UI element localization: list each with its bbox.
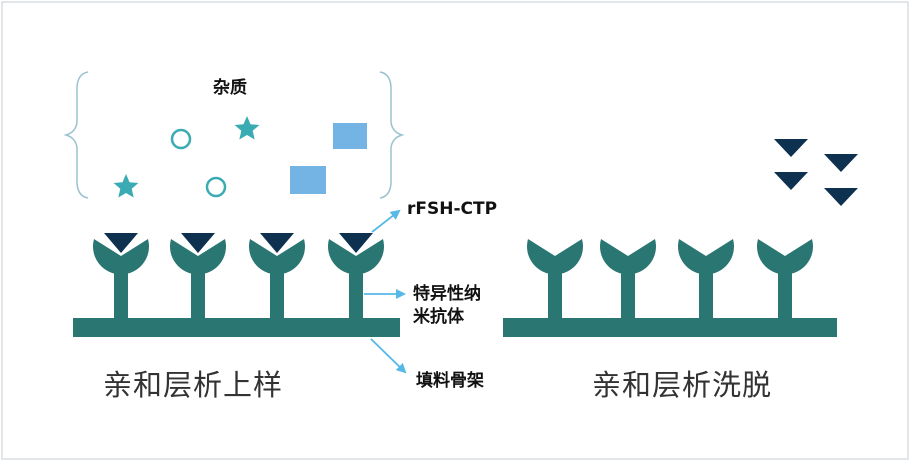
antibody-label-line2: 米抗体 [413,307,464,327]
matrix-pointer-arrow [370,338,407,374]
y-antibody-icon [677,239,734,320]
circle-icon [170,128,192,150]
triangle-down-icon [339,233,373,253]
square-icon [333,123,367,149]
triangle-down-icon [181,233,215,253]
star-icon [234,116,260,140]
square-icon [290,166,326,194]
y-antibody-icon [328,239,385,320]
loading-caption: 亲和层析上样 [103,368,284,402]
triangle-down-icon [824,188,858,206]
impurity-bracket-right [379,71,405,199]
triangle-down-icon [774,172,808,190]
bound-target-group [104,233,373,253]
y-antibody-icon [170,239,226,320]
eluted-target-group [774,139,858,206]
matrix-bar-left [73,318,400,337]
matrix-bar-right [503,318,837,337]
y-antibody-icon [757,239,814,320]
antibody-group-loading [92,239,385,320]
antibody-label-line1: 特异性纳 [413,284,481,304]
triangle-down-icon [104,233,138,253]
y-antibody-icon [600,239,656,320]
triangle-down-icon [774,139,808,157]
y-antibody-icon [92,239,149,320]
impurities-label: 杂质 [213,78,247,98]
y-antibody-icon [527,239,583,320]
antibody-group-elution [527,239,814,320]
circle-icon [205,176,227,198]
star-icon [113,174,139,198]
impurity-bracket-left [63,71,89,199]
elution-caption: 亲和层析洗脱 [592,368,773,402]
y-antibody-icon [249,239,305,320]
triangle-down-icon [824,154,858,172]
triangle-down-icon [260,233,294,253]
target-label: rFSH-CTP [407,199,498,219]
antibody-label: 特异性纳 米抗体 [413,283,481,329]
target-pointer-arrow [371,209,401,233]
matrix-label: 填料骨架 [416,371,484,391]
